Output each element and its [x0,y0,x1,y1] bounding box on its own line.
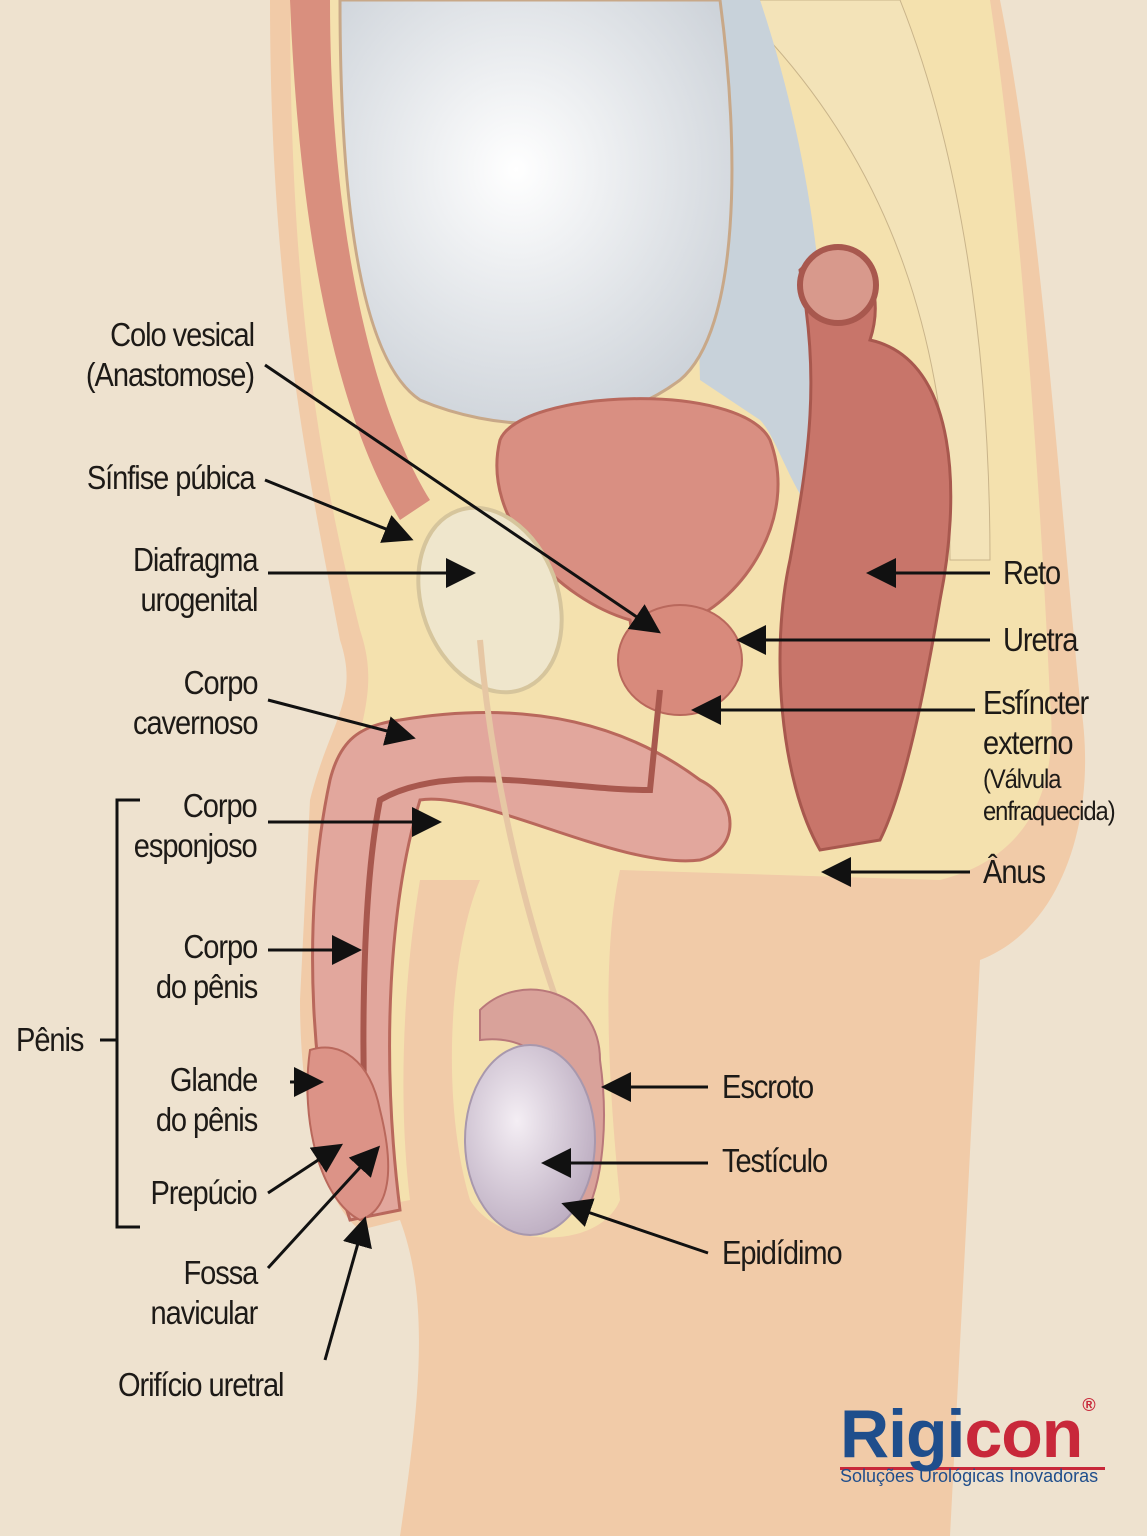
label-testiculo: Testículo [722,1142,828,1179]
arrow-sinfise [264,478,414,543]
bladder [338,0,734,426]
arrow-orificio [323,1216,372,1361]
arrow-prepucio [267,1143,344,1195]
arrow-epididimo [561,1198,709,1255]
pubic-symphysis [416,505,564,695]
label-sinfise: Sínfise púbica [86,459,255,496]
label-reto: Reto [1003,554,1061,591]
rectum-lumen [797,244,879,326]
arrow-colo-vesical [264,363,661,634]
label-escroto: Escroto [722,1068,814,1105]
label-epididimo: Epidídimo [722,1234,843,1271]
arrow-cavernoso [267,698,416,746]
label-penis: Pênis [16,1021,84,1058]
penis [311,711,732,1222]
testicle [464,1044,596,1236]
vas-deferens [477,639,563,1012]
label-arrows [264,363,990,1361]
prostate [617,604,743,716]
arrow-fossa [266,1145,381,1270]
label-anus: Ânus [983,853,1046,890]
label-prepucio: Prepúcio [150,1174,258,1211]
logo-underline [840,1467,1105,1470]
label-orificio: Orifício uretral [118,1366,285,1403]
label-colo-vesical: Colo vesical(Anastomose) [85,316,255,393]
rectum [778,249,953,852]
label-uretra: Uretra [1003,621,1078,658]
rectus-muscle [290,0,430,520]
spine [729,0,991,561]
rigicon-logo: Rigicon® Soluções Urológicas Inovadoras [840,1395,1105,1487]
penis-bracket [100,798,140,1229]
logo-tagline: Soluções Urológicas Inovadoras [840,1466,1099,1486]
